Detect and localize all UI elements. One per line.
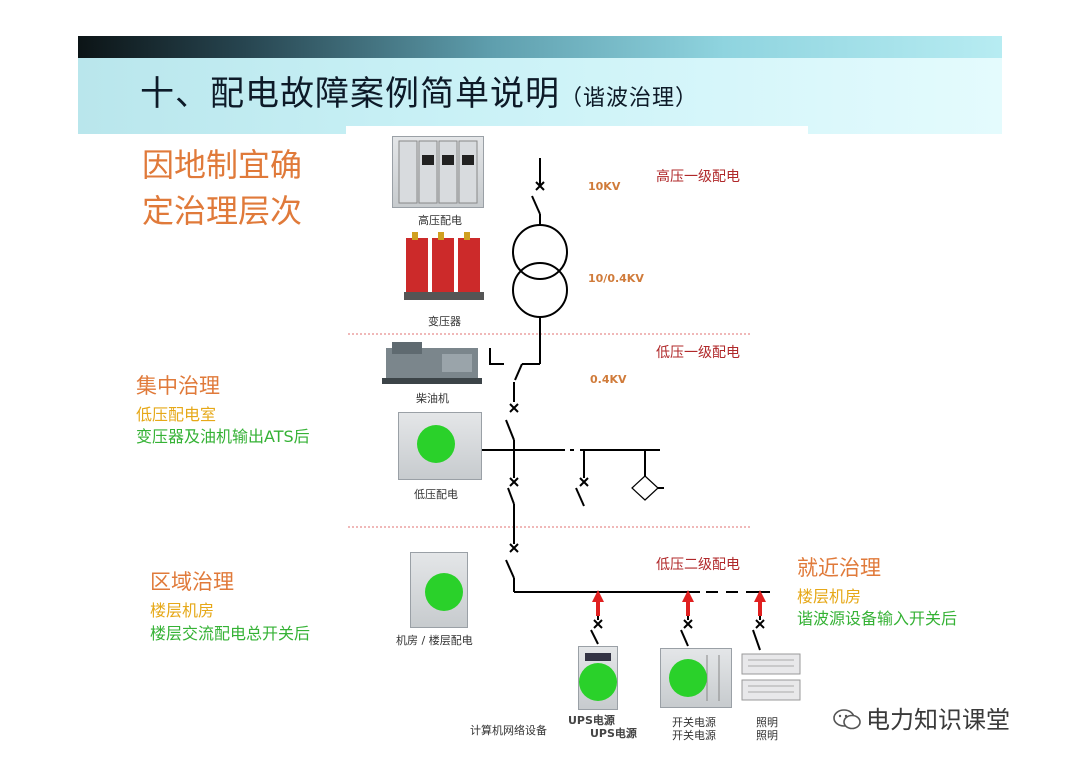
transformer-secondary-coil [512, 262, 568, 318]
feeder-light-blade [752, 629, 761, 651]
central-title: 集中治理 [136, 374, 220, 398]
lv-switch-3-blade [505, 559, 515, 579]
transformer-image [404, 232, 484, 304]
ups-label-2: UPS电源 [590, 727, 637, 740]
headline: 因地制宜确 定治理层次 [142, 142, 302, 234]
feeder-psu-blade [680, 629, 689, 647]
lv-main-switch-mark [509, 403, 519, 413]
lv-cabinet-marker [417, 425, 455, 463]
transformer-primary-coil [512, 224, 568, 280]
watermark: 电力知识课堂 [832, 700, 1010, 735]
generator-label: 柴油机 [416, 392, 449, 405]
hv-cabinet-label: 高压配电 [418, 214, 462, 227]
feeder-ups-blade [590, 629, 599, 645]
switch-psu-marker [669, 659, 707, 697]
regional-position: 楼层交流配电总开关后 [150, 624, 311, 643]
watermark-text: 电力知识课堂 [866, 706, 1010, 734]
nearby-place: 楼层机房 [797, 587, 862, 606]
switch-psu-label-1: 开关电源 [672, 716, 716, 729]
harmonic-arrow-light [754, 590, 766, 616]
hv-cabinet-icon [398, 140, 478, 204]
harmonic-arrow-ups [592, 590, 604, 616]
lv-cabinet-label: 低压配电 [414, 488, 458, 501]
floor-cabinet-image [410, 552, 468, 628]
branch-1-switch-mark [579, 477, 589, 487]
lighting-image [740, 652, 802, 704]
ats-blade [514, 363, 523, 381]
page-title: 十、配电故障案例简单说明（谐波治理） [140, 66, 698, 115]
regional-title: 区域治理 [150, 570, 234, 594]
generator-ats-hook [489, 348, 504, 365]
ups-cabinet-image [578, 646, 618, 710]
section-hv-primary: 高压一级配电 [656, 169, 740, 185]
hv-cabinet-image [392, 136, 484, 208]
filter-device-icon [631, 475, 659, 501]
ups-label-1: UPS电源 [568, 714, 615, 727]
page-title-sub: （谐波治理） [560, 86, 699, 111]
central-position: 变压器及油机输出ATS后 [136, 427, 310, 446]
generator-image [382, 340, 482, 386]
transformer-label: 变压器 [428, 315, 461, 328]
hv-switch-mark [535, 181, 545, 191]
switch-psu-image [660, 648, 732, 708]
lighting-label-1: 照明 [756, 716, 778, 729]
section-lv-secondary: 低压二级配电 [656, 557, 740, 573]
floor-cabinet-marker [425, 573, 463, 611]
lighting-label-2: 照明 [756, 729, 778, 742]
regional-place: 楼层机房 [150, 601, 215, 620]
wechat-icon [833, 709, 861, 730]
headline-line-1: 因地制宜确 [142, 146, 303, 184]
lighting-icon [741, 653, 801, 701]
generator-icon [382, 342, 482, 384]
lv-switch-3-mark [509, 543, 519, 553]
harmonic-arrow-psu [682, 590, 694, 616]
nearby-position: 谐波源设备输入开关后 [797, 609, 958, 628]
voltage-04kv: 0.4KV [590, 373, 627, 386]
branch-1-blade [575, 487, 585, 507]
transformer-icon [404, 232, 484, 300]
section-lv-primary: 低压一级配电 [656, 345, 740, 361]
floor-cabinet-label: 机房 / 楼层配电 [396, 634, 473, 647]
switch-psu-label-2: 开关电源 [672, 729, 716, 742]
switch-psu-icon [706, 655, 720, 701]
header-banner-light [78, 58, 1002, 134]
feeder-light-switch-mark [755, 619, 765, 629]
headline-line-2: 定治理层次 [142, 192, 303, 230]
lv-switch-2-blade [507, 487, 515, 505]
voltage-transform: 10/0.4KV [588, 272, 644, 285]
nearby-title: 就近治理 [797, 556, 881, 580]
lv-cabinet-image [398, 412, 482, 480]
central-place: 低压配电室 [136, 405, 217, 424]
voltage-10kv: 10KV [588, 180, 621, 193]
computer-network-label: 计算机网络设备 [470, 724, 547, 737]
lv-switch-2-mark [509, 477, 519, 487]
feeder-ups-switch-mark [593, 619, 603, 629]
page-title-main: 十、配电故障案例简单说明 [140, 74, 560, 114]
feeder-psu-switch-mark [683, 619, 693, 629]
ups-marker [579, 663, 617, 701]
lv-main-blade [505, 419, 515, 441]
ups-display [585, 653, 611, 661]
hv-switch-blade [531, 195, 541, 215]
